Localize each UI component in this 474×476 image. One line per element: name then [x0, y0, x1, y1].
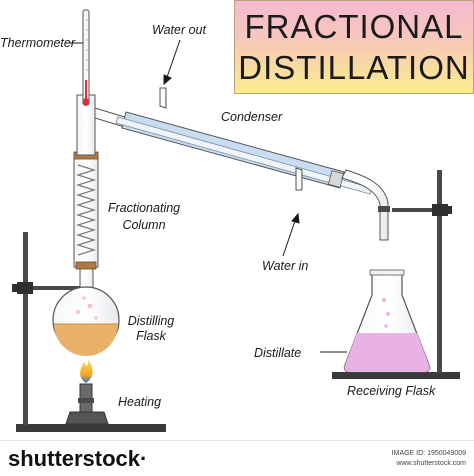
water-in-arrow — [282, 217, 297, 257]
burner-collar — [78, 398, 94, 403]
image-id-text: IMAGE ID: 1950049009 — [391, 450, 466, 457]
bunsen-burner — [65, 360, 109, 425]
adapter-clamp — [378, 206, 390, 212]
logo-dot: · — [140, 446, 148, 471]
fractionating-column-label-line2: Column — [122, 217, 166, 232]
leader-lines — [66, 39, 347, 353]
column-packing — [75, 164, 97, 256]
left-stand-knob — [12, 284, 18, 292]
right-stand-base — [332, 372, 460, 379]
receiving-flask-label: Receiving Flask — [347, 384, 436, 398]
thermometer — [82, 9, 90, 106]
left-stand-clamp-bar — [20, 286, 82, 290]
column-joint-bottom — [75, 261, 97, 270]
condenser — [115, 87, 373, 195]
fractionating-column-label-line1: Fractionating — [107, 201, 181, 215]
column-tube — [73, 154, 99, 268]
title-banner: FRACTIONAL DISTILLATION — [234, 0, 474, 94]
water-out-inlet — [159, 87, 167, 109]
shutterstock-logo: shutterstock· — [8, 446, 147, 472]
right-stand — [332, 170, 460, 379]
bubble — [87, 303, 93, 309]
flame — [80, 360, 93, 383]
site-url-text: www.shutterstock.com — [396, 460, 466, 467]
right-stand-rod — [437, 170, 442, 373]
fractionating-column — [73, 151, 99, 270]
bubble — [94, 316, 98, 320]
title-line-2: DISTILLATION — [238, 49, 470, 86]
burner-base — [65, 411, 109, 425]
condenser-inner-tube — [115, 116, 373, 195]
droplet — [382, 298, 386, 302]
thermometer-mercury — [85, 80, 87, 102]
distilling-flask-label-line2: Flask — [136, 328, 166, 343]
water-out-arrow — [165, 39, 181, 81]
bubble — [82, 296, 86, 300]
distilling-liquid — [54, 324, 118, 356]
left-stand-base — [16, 424, 166, 432]
droplet — [384, 324, 388, 328]
distillate-label: Distillate — [254, 346, 302, 360]
fractionating-column-label: Fractionating Column — [99, 202, 189, 231]
left-stand — [12, 232, 166, 432]
right-stand-clamp-bar — [392, 208, 442, 212]
diagram-canvas: FRACTIONAL DISTILLATION Thermometer Wate… — [0, 0, 474, 432]
left-stand-clamp-boss — [17, 282, 33, 294]
water-in-inlet — [295, 167, 303, 191]
water-in-arrowhead — [291, 212, 300, 224]
condenser-joint — [327, 170, 345, 188]
right-stand-clamp-boss — [432, 204, 448, 216]
water-out-arrowhead — [163, 74, 172, 86]
distilling-flask-label-line1: Distilling — [127, 314, 175, 328]
left-stand-rod — [23, 232, 28, 425]
thermometer-label: Thermometer — [0, 36, 76, 50]
distillate-liquid — [344, 333, 430, 372]
right-stand-knob — [446, 206, 452, 214]
distilling-flask-label: Distilling Flask — [120, 315, 182, 342]
water-in-label: Water in — [262, 259, 309, 273]
receiving-flask-rim — [369, 269, 405, 276]
logo-text: shutterstock — [8, 446, 141, 471]
heating-label: Heating — [118, 395, 162, 409]
receiver-adapter — [341, 169, 390, 241]
title-line-1: FRACTIONAL — [244, 8, 464, 45]
bubble — [76, 310, 80, 314]
watermark-footer: shutterstock· IMAGE ID: 1950049009 www.s… — [0, 440, 474, 476]
apparatus-drawing — [12, 9, 460, 432]
receiving-flask — [343, 269, 431, 373]
condenser-label: Condenser — [221, 110, 283, 124]
adapter-bend — [341, 169, 389, 241]
thermometer-bulb — [83, 98, 89, 106]
water-out-label: Water out — [152, 23, 206, 37]
distilling-flask — [52, 264, 120, 356]
droplet — [386, 312, 390, 316]
